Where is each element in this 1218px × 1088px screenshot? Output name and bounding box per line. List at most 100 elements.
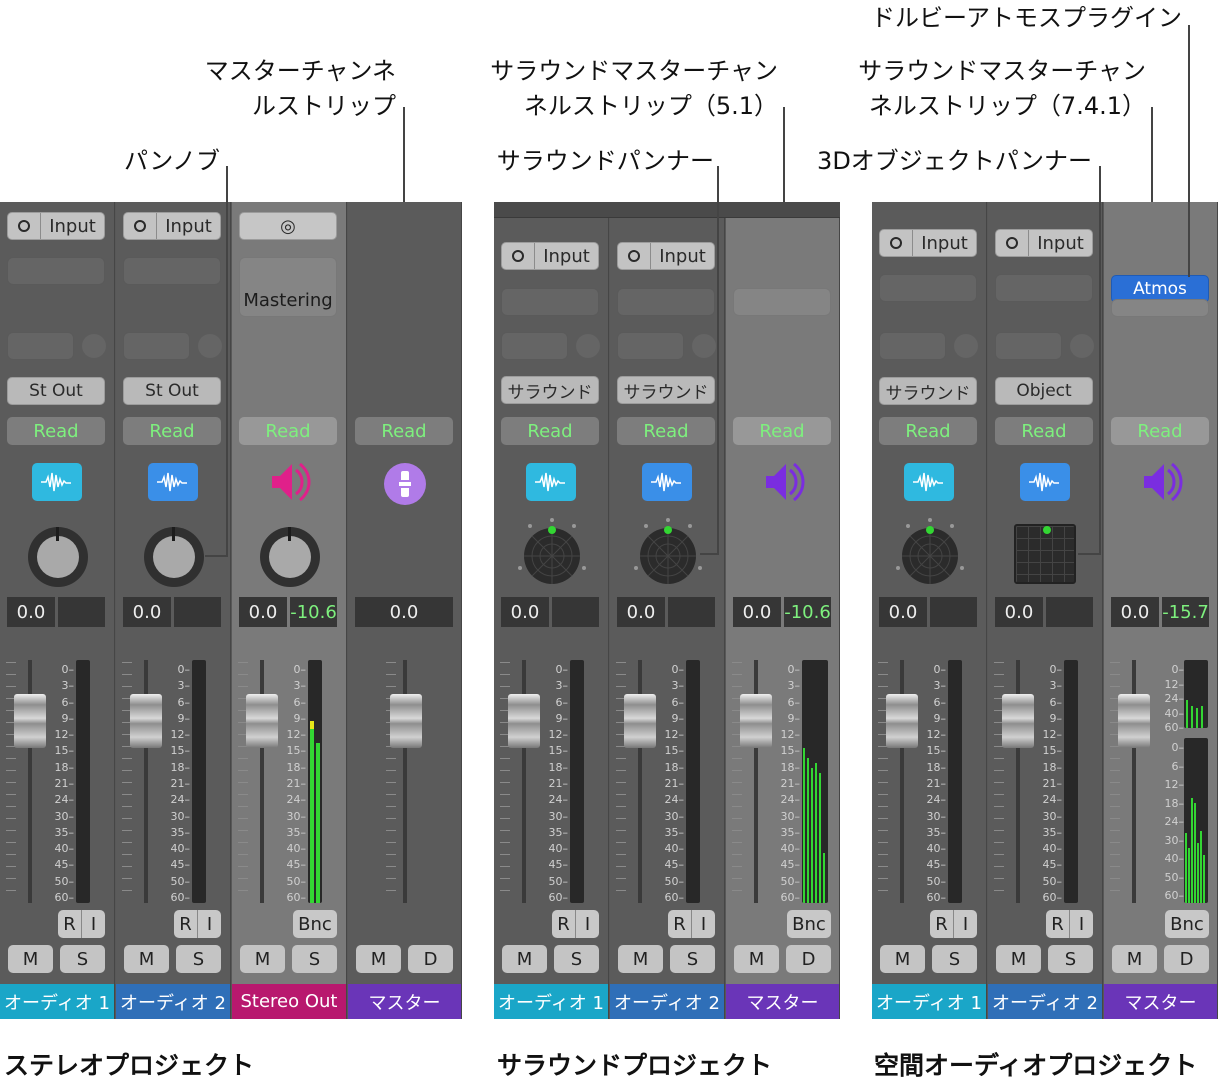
output-button[interactable]: サラウンド: [879, 377, 977, 405]
automation-read-button[interactable]: Read: [1111, 417, 1209, 445]
solo-button[interactable]: S: [292, 945, 337, 973]
track-name[interactable]: オーディオ 2: [610, 984, 724, 1019]
object-position-dot[interactable]: [1043, 526, 1051, 534]
send-level-knob[interactable]: [198, 334, 222, 358]
volume-value[interactable]: 0.0: [123, 597, 171, 627]
input-monitor-button[interactable]: I: [700, 913, 707, 935]
volume-value[interactable]: 0.0: [733, 597, 781, 627]
input-button[interactable]: Input: [501, 242, 599, 270]
volume-fader[interactable]: [508, 694, 540, 748]
track-name[interactable]: オーディオ 1: [872, 984, 986, 1019]
input-button[interactable]: Input: [879, 229, 977, 257]
solo-button[interactable]: S: [554, 945, 599, 973]
mute-button[interactable]: M: [8, 945, 53, 973]
send-slot[interactable]: [995, 332, 1062, 360]
track-name[interactable]: オーディオ 2: [116, 984, 230, 1019]
volume-value[interactable]: 0.0: [355, 597, 453, 627]
output-button[interactable]: St Out: [7, 377, 105, 405]
output-button[interactable]: St Out: [123, 377, 221, 405]
volume-value[interactable]: 0.0: [617, 597, 665, 627]
track-name[interactable]: オーディオ 1: [0, 984, 114, 1019]
solo-button[interactable]: S: [176, 945, 221, 973]
solo-button[interactable]: S: [60, 945, 105, 973]
track-name[interactable]: マスター: [348, 984, 461, 1019]
dim-button[interactable]: D: [408, 945, 453, 973]
insert-slot[interactable]: [7, 257, 105, 285]
automation-read-button[interactable]: Read: [617, 417, 715, 445]
volume-value[interactable]: 0.0: [7, 597, 55, 627]
solo-button[interactable]: S: [1048, 945, 1093, 973]
mute-button[interactable]: M: [502, 945, 547, 973]
track-name[interactable]: オーディオ 1: [494, 984, 608, 1019]
bounce-button[interactable]: Bnc: [293, 910, 337, 938]
automation-read-button[interactable]: Read: [501, 417, 599, 445]
track-name[interactable]: Stereo Out: [232, 984, 346, 1019]
volume-fader[interactable]: [1118, 694, 1150, 748]
record-button[interactable]: R: [58, 910, 82, 938]
output-button[interactable]: サラウンド: [617, 376, 715, 404]
send-level-knob[interactable]: [954, 334, 978, 358]
pan-knob[interactable]: [260, 527, 320, 587]
automation-read-button[interactable]: Read: [879, 417, 977, 445]
volume-fader[interactable]: [740, 694, 772, 748]
volume-value[interactable]: 0.0: [501, 597, 549, 627]
track-name[interactable]: マスター: [1104, 984, 1217, 1019]
input-monitor-button[interactable]: I: [90, 913, 97, 935]
automation-read-button[interactable]: Read: [7, 417, 105, 445]
output-button[interactable]: サラウンド: [501, 376, 599, 404]
record-button[interactable]: R: [1046, 910, 1070, 938]
bounce-button[interactable]: Bnc: [1165, 910, 1209, 938]
mute-button[interactable]: M: [356, 945, 401, 973]
record-button[interactable]: R: [930, 910, 954, 938]
volume-fader[interactable]: [14, 694, 46, 748]
stereo-link-button[interactable]: ◎: [239, 212, 337, 240]
send-level-knob[interactable]: [1070, 334, 1094, 358]
insert-slot[interactable]: [995, 274, 1093, 302]
input-button[interactable]: Input: [123, 212, 221, 240]
record-button[interactable]: R: [552, 910, 576, 938]
track-name[interactable]: オーディオ 2: [988, 984, 1102, 1019]
send-slot[interactable]: [7, 332, 74, 360]
automation-read-button[interactable]: Read: [355, 417, 453, 445]
volume-fader[interactable]: [1002, 694, 1034, 748]
pan-knob[interactable]: [144, 527, 204, 587]
record-button[interactable]: R: [174, 910, 198, 938]
send-slot[interactable]: [123, 332, 190, 360]
insert-slot[interactable]: [617, 288, 715, 316]
volume-value[interactable]: 0.0: [239, 597, 287, 627]
insert-slot-mastering[interactable]: [239, 257, 337, 317]
send-slot[interactable]: [879, 332, 946, 360]
dim-button[interactable]: D: [786, 945, 831, 973]
volume-fader[interactable]: [390, 694, 422, 748]
pan-knob[interactable]: [28, 527, 88, 587]
send-slot[interactable]: [617, 332, 684, 360]
solo-button[interactable]: S: [932, 945, 977, 973]
bounce-button[interactable]: Bnc: [787, 910, 831, 938]
automation-read-button[interactable]: Read: [239, 417, 337, 445]
track-name[interactable]: マスター: [726, 984, 839, 1019]
solo-button[interactable]: S: [670, 945, 715, 973]
atmos-plugin-button[interactable]: Atmos: [1111, 275, 1209, 303]
mute-button[interactable]: M: [1112, 945, 1157, 973]
input-monitor-button[interactable]: I: [1078, 913, 1085, 935]
mute-button[interactable]: M: [734, 945, 779, 973]
surround-panner[interactable]: [632, 516, 704, 588]
automation-read-button[interactable]: Read: [995, 417, 1093, 445]
insert-slot[interactable]: [733, 288, 831, 316]
output-button[interactable]: Object: [995, 377, 1093, 405]
mute-button[interactable]: M: [880, 945, 925, 973]
automation-read-button[interactable]: Read: [733, 417, 831, 445]
input-monitor-button[interactable]: I: [584, 913, 591, 935]
dim-button[interactable]: D: [1164, 945, 1209, 973]
insert-slot[interactable]: [879, 274, 977, 302]
volume-fader[interactable]: [246, 694, 278, 748]
insert-slot[interactable]: [1111, 299, 1209, 317]
record-button[interactable]: R: [668, 910, 692, 938]
volume-fader[interactable]: [886, 694, 918, 748]
insert-slot[interactable]: [123, 257, 221, 285]
